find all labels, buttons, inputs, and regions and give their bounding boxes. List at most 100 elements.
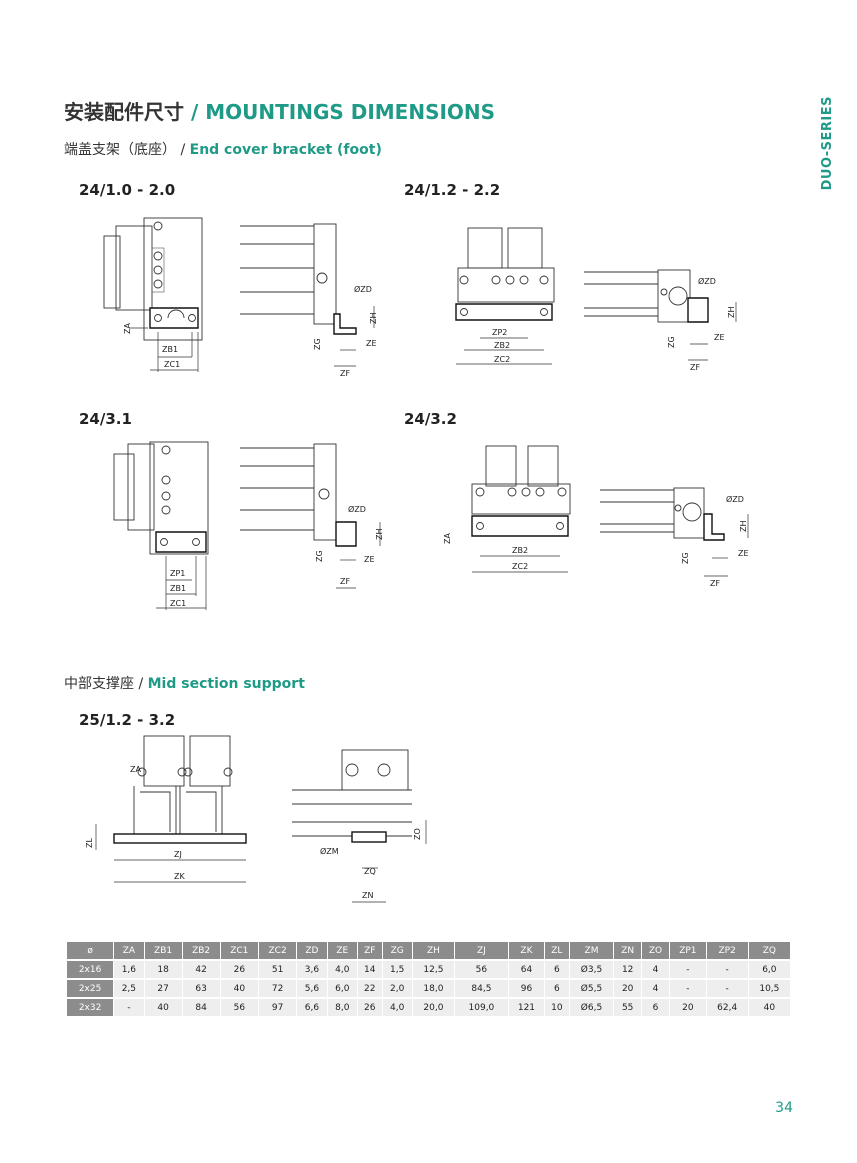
dim-zk-label: ZK	[174, 872, 185, 881]
figure-label-25: 25/1.2 - 3.2	[79, 711, 176, 729]
table-cell: -	[706, 961, 748, 978]
dim-zb2-label: ZB2	[494, 341, 510, 350]
table-cell: -	[670, 961, 706, 978]
dim-zp1-label: ZP1	[170, 569, 185, 578]
table-cell: -	[670, 980, 706, 997]
dim-zg-label: ZG	[313, 338, 322, 350]
table-cell: 121	[508, 999, 545, 1016]
drawing-24-3-2-front: ZB2 ZC2 ZA	[443, 445, 571, 573]
table-cell: 12	[614, 961, 641, 978]
table-cell: 10,5	[748, 980, 790, 997]
table-header-cell: ZB2	[182, 942, 220, 959]
table-cell: 26	[358, 999, 382, 1016]
section-heading-mid-section: 中部支撑座 / Mid section support	[64, 673, 305, 693]
section-heading-en-2: Mid section support	[147, 676, 305, 692]
dim-zq-label: ZQ	[364, 867, 376, 876]
dim-zm-label: ØZM	[320, 846, 339, 856]
dim-zb1-label-2: ZB1	[170, 584, 186, 593]
drawing-24-1-2-front: ZP2 ZB2 ZC2	[455, 227, 555, 365]
table-cell: 3,6	[297, 961, 327, 978]
table-row: 2x16 1,6 18 42 26 51 3,6 4,0 14 1,5 12,5…	[67, 961, 790, 978]
dim-zj-label: ZJ	[174, 850, 182, 859]
dim-zc2-label-2: ZC2	[512, 562, 528, 571]
table-header-cell: ZD	[297, 942, 327, 959]
figure-label-24-3-1: 24/3.1	[79, 410, 132, 428]
dim-zn-label: ZN	[362, 891, 373, 900]
table-cell: 72	[258, 980, 297, 997]
table-header-cell: ZQ	[748, 942, 790, 959]
table-row: 2x32 - 40 84 56 97 6,6 8,0 26 4,0 20,0 1…	[67, 999, 790, 1016]
table-cell: 55	[614, 999, 641, 1016]
table-row-head: 2x32	[67, 999, 114, 1016]
page-title-en: MOUNTINGS DIMENSIONS	[205, 100, 496, 124]
dimensions-table: ø ZA ZB1 ZB2 ZC1 ZC2 ZD ZE ZF ZG ZH ZJ Z…	[66, 940, 791, 1018]
drawing-24-1-front: ZB1 ZC1 ZA	[103, 217, 203, 372]
table-cell: 56	[220, 999, 258, 1016]
page-title-cn: 安装配件尺寸	[64, 100, 184, 124]
section-heading-cn-2: 中部支撑座	[64, 676, 134, 692]
drawing-24-3-2-side: ØZD ZH ZE ZF ZG	[600, 487, 749, 588]
table-header-cell: ZA	[114, 942, 144, 959]
table-cell: 4	[641, 961, 670, 978]
table-header-cell: ZC1	[220, 942, 258, 959]
drawing-25-front: ZJ ZK ZL ZA	[85, 735, 247, 883]
dim-za-label: ZA	[123, 323, 132, 334]
section-heading-separator: /	[176, 142, 190, 158]
table-cell: 4,0	[382, 999, 412, 1016]
table-cell: 96	[508, 980, 545, 997]
table-cell: 1,5	[382, 961, 412, 978]
figure-label-24-1-2: 24/1.2 - 2.2	[404, 181, 501, 199]
table-cell: 5,6	[297, 980, 327, 997]
table-cell: 63	[182, 980, 220, 997]
table-header-cell: ZJ	[454, 942, 508, 959]
dim-zb2-label-2: ZB2	[512, 546, 528, 555]
dim-za-label-2: ZA	[443, 533, 452, 544]
series-side-label: DUO-SERIES	[820, 96, 835, 191]
table-cell: 40	[144, 999, 182, 1016]
table-cell: -	[706, 980, 748, 997]
table-cell: -	[114, 999, 144, 1016]
table-cell: 26	[220, 961, 258, 978]
dim-zc1-label: ZC1	[164, 360, 180, 369]
table-header-cell: ZF	[358, 942, 382, 959]
dim-zg-label-3: ZG	[315, 550, 324, 562]
table-cell: 42	[182, 961, 220, 978]
table-cell: 2,5	[114, 980, 144, 997]
figure-label-24-3-2: 24/3.2	[404, 410, 457, 428]
table-header-cell: ZH	[412, 942, 454, 959]
table-cell: 27	[144, 980, 182, 997]
section-heading-end-cover: 端盖支架（底座） / End cover bracket (foot)	[64, 139, 382, 159]
dim-zh-label-2: ZH	[727, 307, 736, 319]
dim-zl-label: ZL	[85, 838, 94, 848]
page-title: 安装配件尺寸 / MOUNTINGS DIMENSIONS	[64, 96, 495, 125]
table-cell: 6,6	[297, 999, 327, 1016]
table-header-cell: ZN	[614, 942, 641, 959]
dim-zd-label: ØZD	[354, 284, 372, 294]
table-header-cell: ZP1	[670, 942, 706, 959]
section-heading-en: End cover bracket (foot)	[189, 142, 382, 158]
table-cell: 109,0	[454, 999, 508, 1016]
table-cell: 18	[144, 961, 182, 978]
table-cell: 10	[545, 999, 569, 1016]
table-cell: 84,5	[454, 980, 508, 997]
table-cell: 6,0	[327, 980, 358, 997]
dim-zp2-label: ZP2	[492, 328, 507, 337]
table-header-cell: ZK	[508, 942, 545, 959]
table-header-cell: ZC2	[258, 942, 297, 959]
dim-ze-label-3: ZE	[364, 555, 375, 564]
table-cell: 20	[614, 980, 641, 997]
dim-zg-label-4: ZG	[681, 552, 690, 564]
figure-label-24-1: 24/1.0 - 2.0	[79, 181, 176, 199]
table-row-head: 2x16	[67, 961, 114, 978]
table-cell: 97	[258, 999, 297, 1016]
dim-zc2-label: ZC2	[494, 355, 510, 364]
table-cell: 6	[545, 961, 569, 978]
table-row: 2x25 2,5 27 63 40 72 5,6 6,0 22 2,0 18,0…	[67, 980, 790, 997]
drawing-24-3-1-side: ØZD ZH ZE ZF ZG	[240, 443, 384, 589]
section-heading-cn: 端盖支架（底座）	[64, 142, 176, 158]
table-cell: 84	[182, 999, 220, 1016]
dim-zh-label-4: ZH	[739, 521, 748, 533]
page-title-separator: /	[184, 100, 206, 124]
dim-zf-label: ZF	[340, 369, 350, 378]
table-cell: Ø5,5	[569, 980, 614, 997]
